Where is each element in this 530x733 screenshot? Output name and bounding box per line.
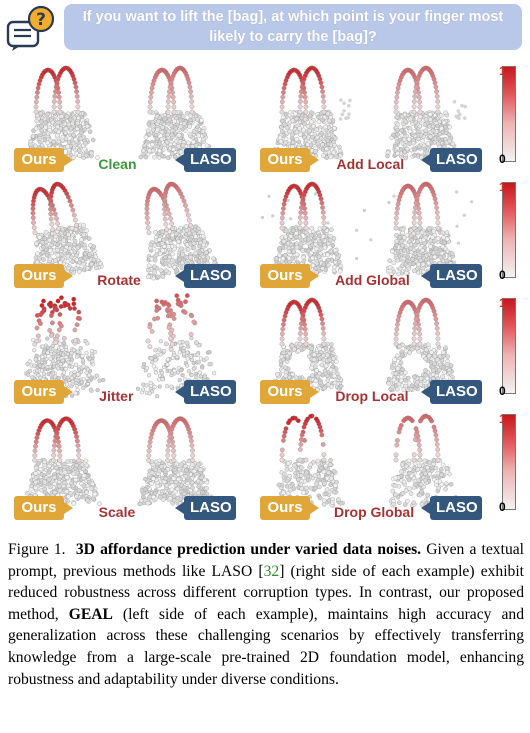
- colorbar-min-label: 0: [499, 268, 506, 282]
- example-cell: Ours LASO Drop Global: [250, 408, 501, 524]
- ours-tag: Ours: [14, 264, 73, 288]
- ours-tag: Ours: [14, 496, 73, 520]
- ours-tag: Ours: [260, 380, 319, 404]
- point-cloud-bags: [19, 293, 217, 399]
- laso-tag: LASO: [175, 496, 236, 520]
- laso-tag: LASO: [421, 496, 482, 520]
- colorbar-max-label: 1: [499, 412, 506, 426]
- ours-tag: Ours: [260, 264, 319, 288]
- colorbar-min-label: 0: [499, 152, 506, 166]
- prompt-text: If you want to lift the [bag], at which …: [82, 9, 504, 45]
- condition-label: Scale: [98, 504, 136, 520]
- caption-text-3: (left side of each example), maintains h…: [8, 605, 524, 688]
- colorbar-gradient: [502, 298, 516, 394]
- caption-method-name: GEAL: [68, 605, 113, 623]
- caption-bold-title: 3D affordance prediction under varied da…: [75, 541, 422, 558]
- caption-text-2: ] (right side of each example) exhibit r…: [8, 562, 525, 623]
- laso-tag: LASO: [175, 148, 236, 172]
- example-cell: Ours LASO Scale: [4, 408, 255, 524]
- point-cloud-bags: [23, 416, 214, 507]
- ours-tag: Ours: [14, 380, 73, 404]
- example-cell: Ours LASO Rotate: [4, 176, 255, 292]
- condition-label: Rotate: [97, 272, 141, 288]
- prompt-box: If you want to lift the [bag], at which …: [64, 4, 522, 50]
- colorbar-gradient: [502, 414, 516, 510]
- example-cell: Ours LASO Add Local: [250, 60, 501, 176]
- example-cell: Ours LASO Jitter: [4, 292, 255, 408]
- condition-label: Drop Global: [333, 504, 415, 520]
- question-chat-icon: ?: [6, 5, 55, 51]
- colorbar-max-label: 1: [499, 296, 506, 310]
- colorbar-min-label: 0: [499, 384, 506, 398]
- condition-label: Jitter: [99, 388, 134, 404]
- point-cloud-bags: [260, 181, 474, 277]
- condition-label: Clean: [98, 156, 137, 172]
- ours-tag: Ours: [260, 148, 319, 172]
- caption-text-1: Given a textual prompt, previous methods…: [8, 541, 524, 580]
- laso-tag: LASO: [421, 264, 482, 288]
- laso-tag: LASO: [421, 380, 482, 404]
- colorbar-gradient: [502, 182, 516, 278]
- colorbar-gradient: [502, 66, 516, 162]
- condition-label: Add Local: [336, 156, 405, 172]
- laso-tag: LASO: [175, 264, 236, 288]
- colorbar-max-label: 1: [499, 64, 506, 78]
- condition-label: Drop Local: [335, 388, 409, 404]
- example-cell: Ours LASO Drop Local: [250, 292, 501, 408]
- caption-reference[interactable]: 32: [263, 562, 280, 580]
- question-mark: ?: [36, 10, 46, 30]
- condition-label: Add Global: [335, 272, 410, 288]
- colorbar-min-label: 0: [499, 500, 506, 514]
- point-cloud-bags: [275, 413, 459, 508]
- ours-tag: Ours: [14, 148, 73, 172]
- colorbar-max-label: 1: [499, 180, 506, 194]
- example-cell: Ours LASO Add Global: [250, 176, 501, 292]
- figure-caption: Figure 1. 3D affordance prediction under…: [8, 539, 524, 690]
- point-cloud-bags: [27, 65, 213, 161]
- laso-tag: LASO: [421, 148, 482, 172]
- laso-tag: LASO: [175, 380, 236, 404]
- example-cell: Ours LASO Clean: [4, 60, 255, 176]
- caption-figure-label: Figure 1.: [8, 541, 66, 558]
- ours-tag: Ours: [260, 496, 319, 520]
